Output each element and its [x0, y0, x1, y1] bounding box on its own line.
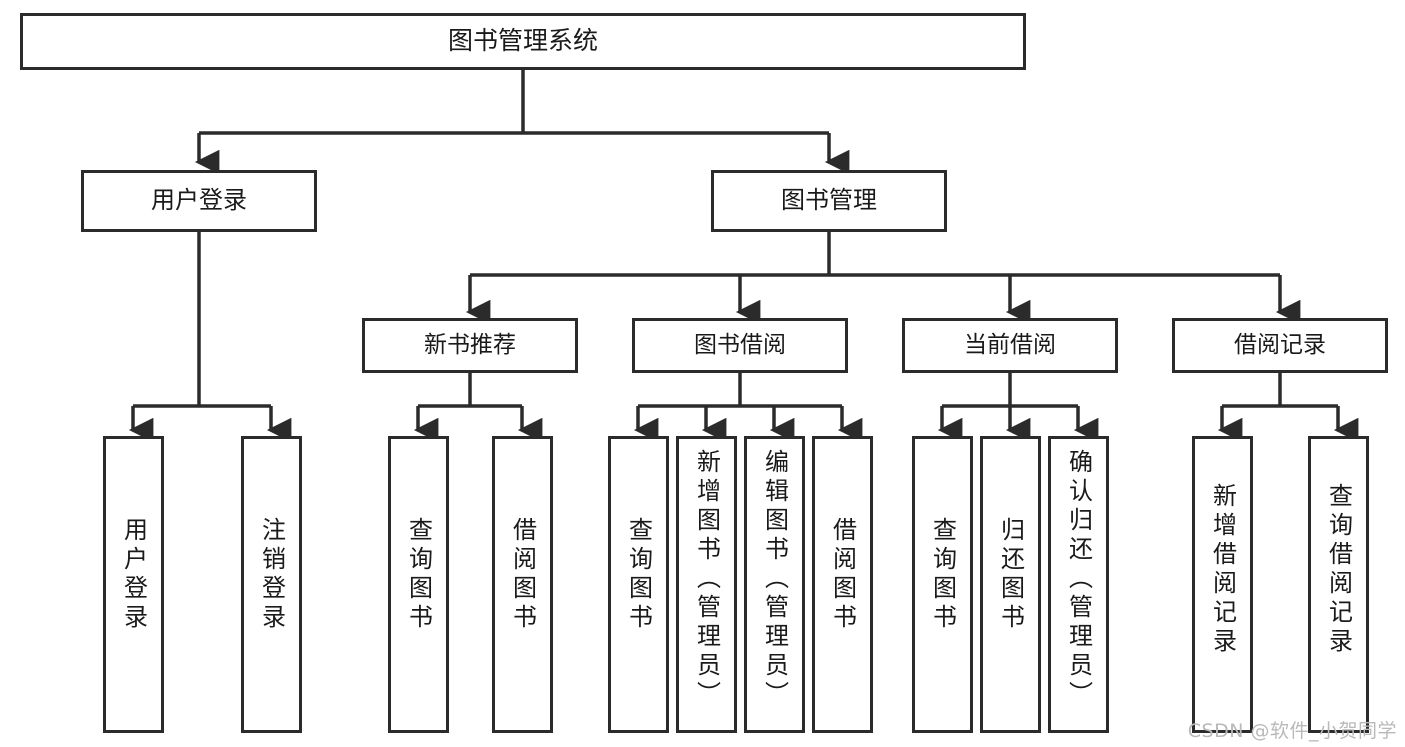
node-borrow-record[interactable]: 借阅记录: [1172, 318, 1388, 373]
node-label: 图书管理: [781, 186, 877, 215]
node-label: 注销登录: [257, 517, 286, 633]
node-book-management[interactable]: 图书管理: [711, 170, 947, 232]
node-leaf-borrow-book-recommend[interactable]: 借阅图书: [492, 436, 553, 733]
node-label: 图书借阅: [694, 332, 786, 359]
node-leaf-borrow-book[interactable]: 借阅图书: [812, 436, 873, 733]
node-label: 借阅图书: [508, 517, 537, 633]
node-leaf-return-book[interactable]: 归还图书: [980, 436, 1041, 733]
node-label: 用户登录: [151, 186, 247, 215]
node-label: 图书管理系统: [447, 26, 598, 56]
node-leaf-query-book-borrow[interactable]: 查询图书: [608, 436, 669, 733]
node-leaf-confirm-return[interactable]: 确认归还（管理员）: [1048, 436, 1109, 733]
watermark-text: CSDN @软件_小贺同学: [1187, 720, 1397, 742]
node-leaf-logout[interactable]: 注销登录: [241, 436, 302, 733]
node-label: 查询借阅记录: [1324, 483, 1353, 657]
node-label: 查询图书: [404, 517, 433, 633]
node-label: 新书推荐: [424, 332, 516, 359]
node-book-borrow[interactable]: 图书借阅: [632, 318, 848, 373]
node-root-system[interactable]: 图书管理系统: [20, 13, 1026, 70]
node-leaf-edit-book[interactable]: 编辑图书（管理员）: [744, 436, 805, 733]
node-label: 查询图书: [928, 517, 957, 633]
node-label: 新增借阅记录: [1208, 483, 1237, 657]
node-label: 借阅图书: [828, 517, 857, 633]
node-label: 用户登录: [119, 517, 148, 633]
node-new-book-recommend[interactable]: 新书推荐: [362, 318, 578, 373]
node-label: 归还图书: [996, 517, 1025, 633]
node-label: 借阅记录: [1234, 332, 1326, 359]
node-label: 确认归还（管理员）: [1064, 449, 1093, 710]
node-label: 当前借阅: [964, 332, 1056, 359]
node-leaf-user-login[interactable]: 用户登录: [103, 436, 164, 733]
node-leaf-query-borrow-record[interactable]: 查询借阅记录: [1308, 436, 1369, 733]
node-label: 编辑图书（管理员）: [760, 449, 789, 710]
node-current-borrow[interactable]: 当前借阅: [902, 318, 1118, 373]
node-label: 查询图书: [624, 517, 653, 633]
node-leaf-query-book-recommend[interactable]: 查询图书: [388, 436, 449, 733]
node-leaf-add-borrow-record[interactable]: 新增借阅记录: [1192, 436, 1253, 733]
node-label: 新增图书（管理员）: [692, 449, 721, 710]
node-leaf-query-book-current[interactable]: 查询图书: [912, 436, 973, 733]
node-leaf-add-book[interactable]: 新增图书（管理员）: [676, 436, 737, 733]
node-user-login[interactable]: 用户登录: [81, 170, 317, 232]
